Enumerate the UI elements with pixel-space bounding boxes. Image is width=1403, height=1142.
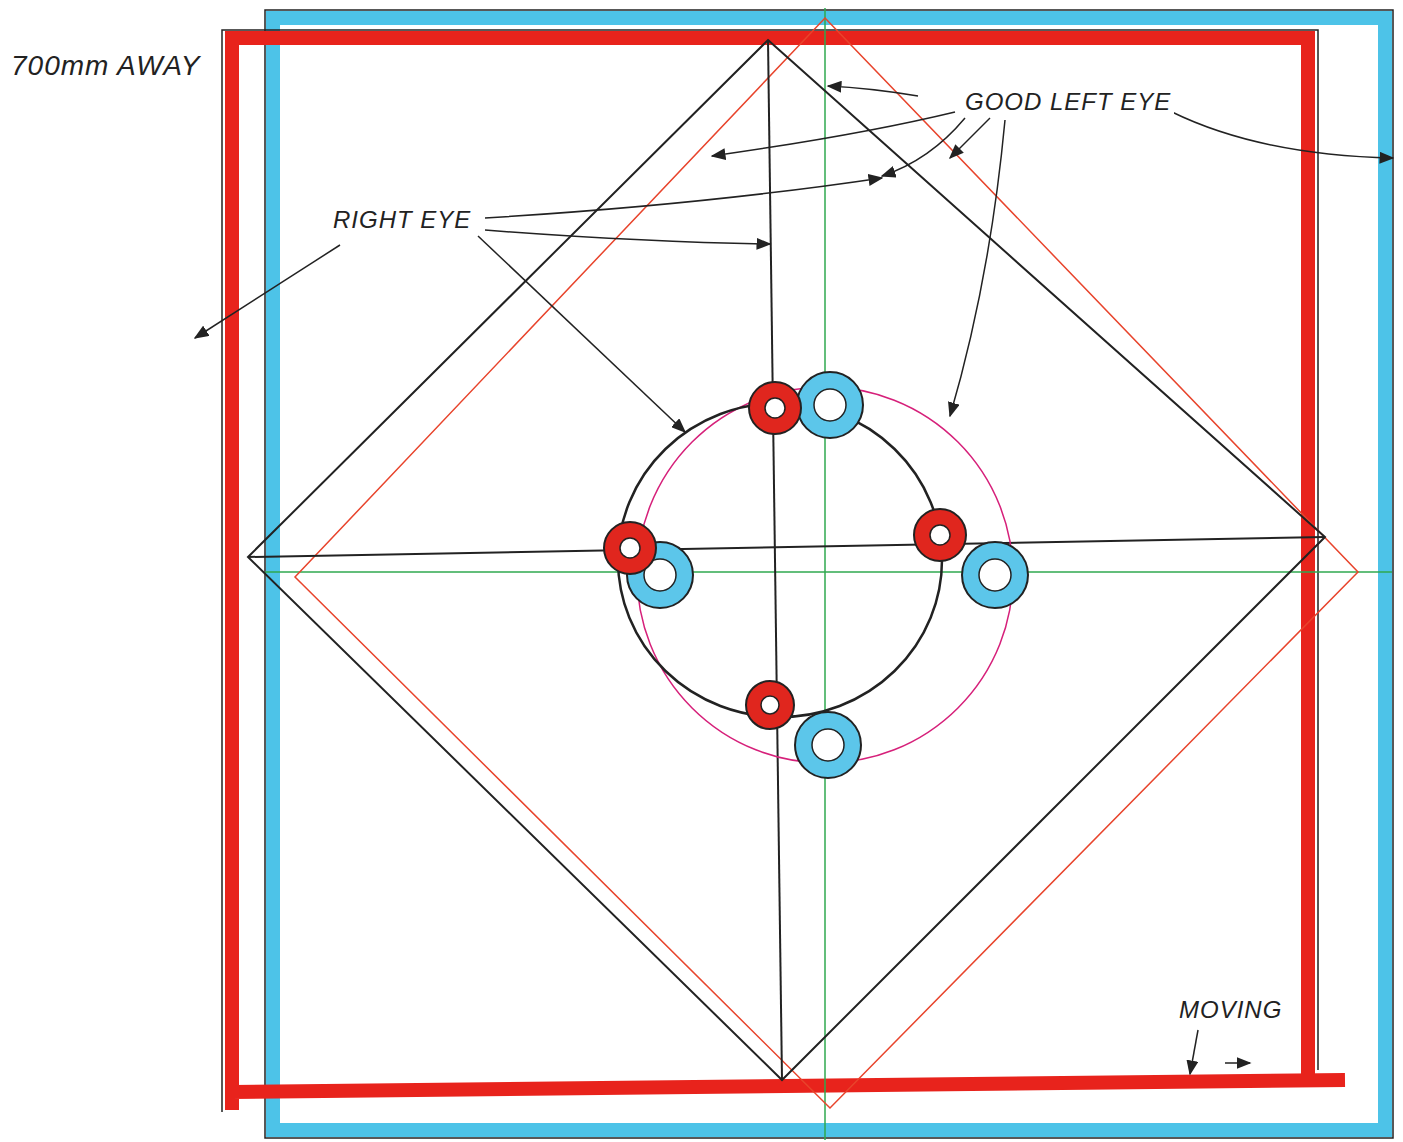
- right-eye-circle: [618, 403, 942, 717]
- left-eye-dots: [627, 372, 1028, 778]
- left-eye-frame: [273, 18, 1385, 1130]
- leader-lines: [195, 86, 1393, 1074]
- right-eye-diamond: [248, 40, 1325, 1080]
- dot-holes: [620, 398, 950, 714]
- right-eye-vertical: [768, 40, 782, 1080]
- right-eye-horizontal: [248, 537, 1325, 557]
- handwritten-label: MOVING: [1176, 996, 1285, 1024]
- left-eye-diamond: [295, 18, 1358, 1108]
- dot-holes: [644, 389, 1011, 761]
- frame-outline: [222, 30, 1318, 1112]
- right-eye-dots: [604, 382, 966, 729]
- horizontal-axis: [265, 571, 1392, 573]
- handwritten-label: RIGHT EYE: [330, 206, 474, 234]
- right-eye-frame: [232, 38, 1345, 1110]
- handwritten-label: 700mm AWAY: [8, 50, 203, 83]
- vertical-axis: [824, 8, 826, 1140]
- handwritten-label: GOOD LEFT EYE: [962, 88, 1174, 116]
- frame-outline: [265, 10, 1393, 1138]
